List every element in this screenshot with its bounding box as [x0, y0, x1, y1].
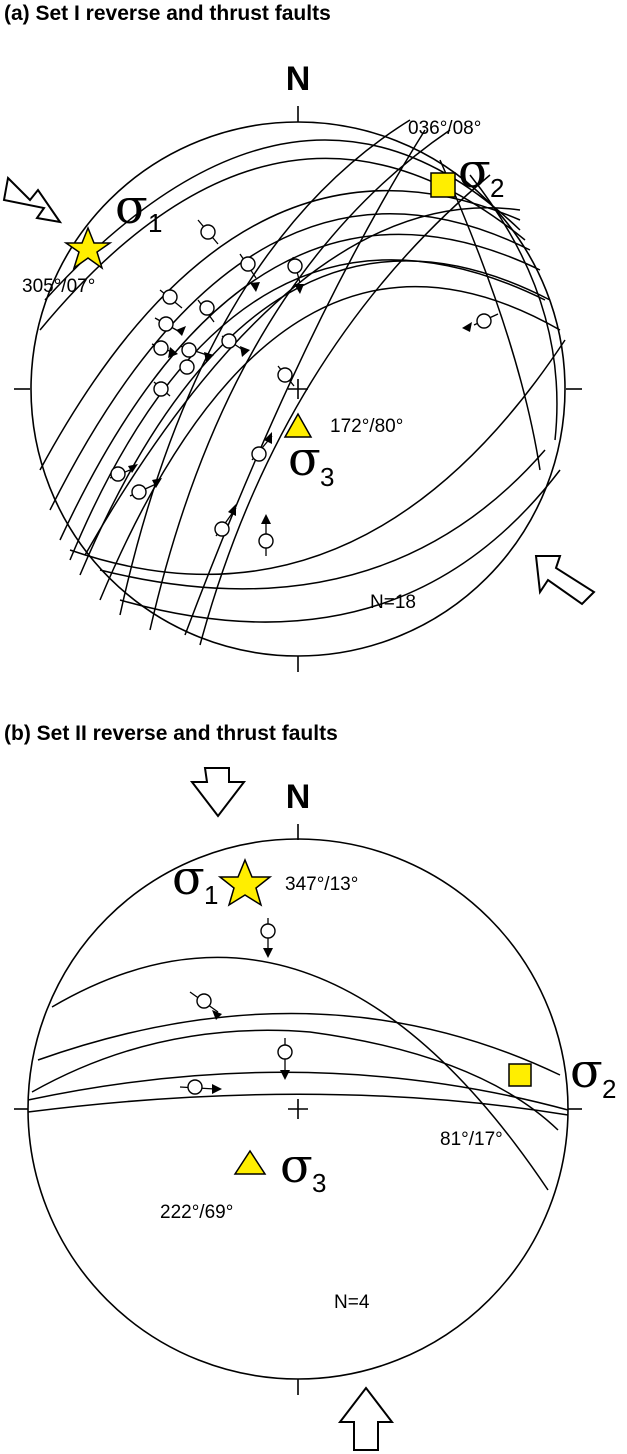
sigma3-orientation: 172°/80° [330, 416, 403, 437]
great-circle [31, 1029, 559, 1131]
great-circle [59, 233, 541, 541]
sigma1-symbol: σ [115, 179, 148, 235]
great-circle [27, 1071, 569, 1111]
slip-point [214, 504, 237, 537]
slip-point [159, 289, 183, 309]
sigma1-subscript: 1 [204, 880, 218, 910]
slip-point [277, 1038, 293, 1080]
north-label: N [286, 60, 311, 98]
square-icon [430, 172, 456, 198]
slip-lineations [179, 918, 293, 1095]
slip-point [197, 219, 219, 245]
compression-arrow-icon [2, 175, 63, 224]
slip-point [197, 299, 215, 323]
triangle-icon [283, 412, 313, 438]
great-circle [119, 119, 411, 616]
count-label: N=4 [334, 1292, 370, 1313]
star-icon [217, 858, 273, 907]
great-circle [69, 259, 546, 561]
sigma1-symbol: σ [172, 850, 205, 906]
sigma1-orientation: 347°/13° [285, 874, 358, 895]
sigma2-subscript: 2 [602, 1074, 616, 1104]
great-circles [39, 119, 566, 646]
slip-point [239, 253, 260, 292]
great-circle [119, 469, 561, 623]
slip-point [251, 432, 273, 462]
slip-point [179, 342, 214, 362]
sigma2-subscript: 2 [490, 173, 504, 203]
great-circle [199, 174, 491, 646]
star-icon [63, 225, 113, 270]
great-circle [79, 260, 551, 576]
slip-point [179, 359, 195, 375]
sigma2-symbol: σ [570, 1043, 603, 1099]
great-circle [439, 159, 541, 471]
slip-point [462, 313, 499, 332]
slip-lineations [109, 219, 499, 556]
slip-point [277, 365, 295, 387]
panel-b-stereonet: N σ 1 347°/13° σ 2 81°/17° σ 3 222°/69° … [14, 767, 616, 1451]
panel-b-title: (b) Set II reverse and thrust faults [4, 722, 338, 745]
sigma3-symbol: σ [288, 431, 321, 487]
slip-point [151, 340, 178, 358]
great-circle [27, 1093, 569, 1116]
slip-point [189, 991, 222, 1020]
great-circle [49, 212, 531, 511]
triangle-icon [233, 1149, 267, 1175]
sigma3-subscript: 3 [320, 462, 334, 492]
slip-point [153, 381, 171, 397]
sigma3-symbol: σ [280, 1138, 313, 1194]
great-circle [184, 129, 426, 636]
panel-a: (a) Set I reverse and thrust faults [0, 0, 627, 720]
compression-arrow-icon [534, 555, 596, 606]
slip-point [154, 316, 186, 336]
great-circle [99, 449, 546, 590]
north-label: N [286, 778, 311, 816]
great-circle [149, 129, 451, 631]
sigma1-orientation: 305°/07° [22, 276, 95, 297]
slip-point [287, 256, 304, 294]
sigma1-subscript: 1 [148, 208, 162, 238]
slip-point [129, 478, 162, 500]
great-circle [84, 207, 521, 556]
great-circle [469, 174, 558, 441]
sigma2-orientation: 036°/08° [408, 118, 481, 139]
sigma3-orientation: 222°/69° [160, 1202, 233, 1223]
square-icon [508, 1063, 532, 1087]
great-circle [69, 339, 566, 576]
great-circle [39, 157, 526, 331]
compression-arrow-icon [337, 1386, 395, 1451]
panel-b: (b) Set II reverse and thrust faults N σ [0, 720, 627, 1454]
slip-point [109, 464, 138, 482]
sigma2-orientation: 81°/17° [440, 1129, 503, 1150]
great-circles [27, 956, 569, 1191]
count-label: N=18 [370, 592, 416, 613]
sigma2-symbol: σ [458, 143, 491, 199]
slip-point [260, 918, 276, 958]
great-circle [44, 139, 521, 301]
great-circle [39, 189, 521, 471]
slip-point [258, 514, 274, 556]
slip-point [221, 333, 250, 357]
great-circle [37, 1012, 561, 1076]
panel-a-title: (a) Set I reverse and thrust faults [4, 2, 331, 25]
sigma3-subscript: 3 [312, 1168, 326, 1198]
panel-a-stereonet: N σ 1 305°/07° 036°/08° σ 2 172°/80° σ 3… [2, 60, 596, 672]
slip-point [179, 1079, 222, 1095]
compression-arrow-icon [189, 767, 247, 818]
